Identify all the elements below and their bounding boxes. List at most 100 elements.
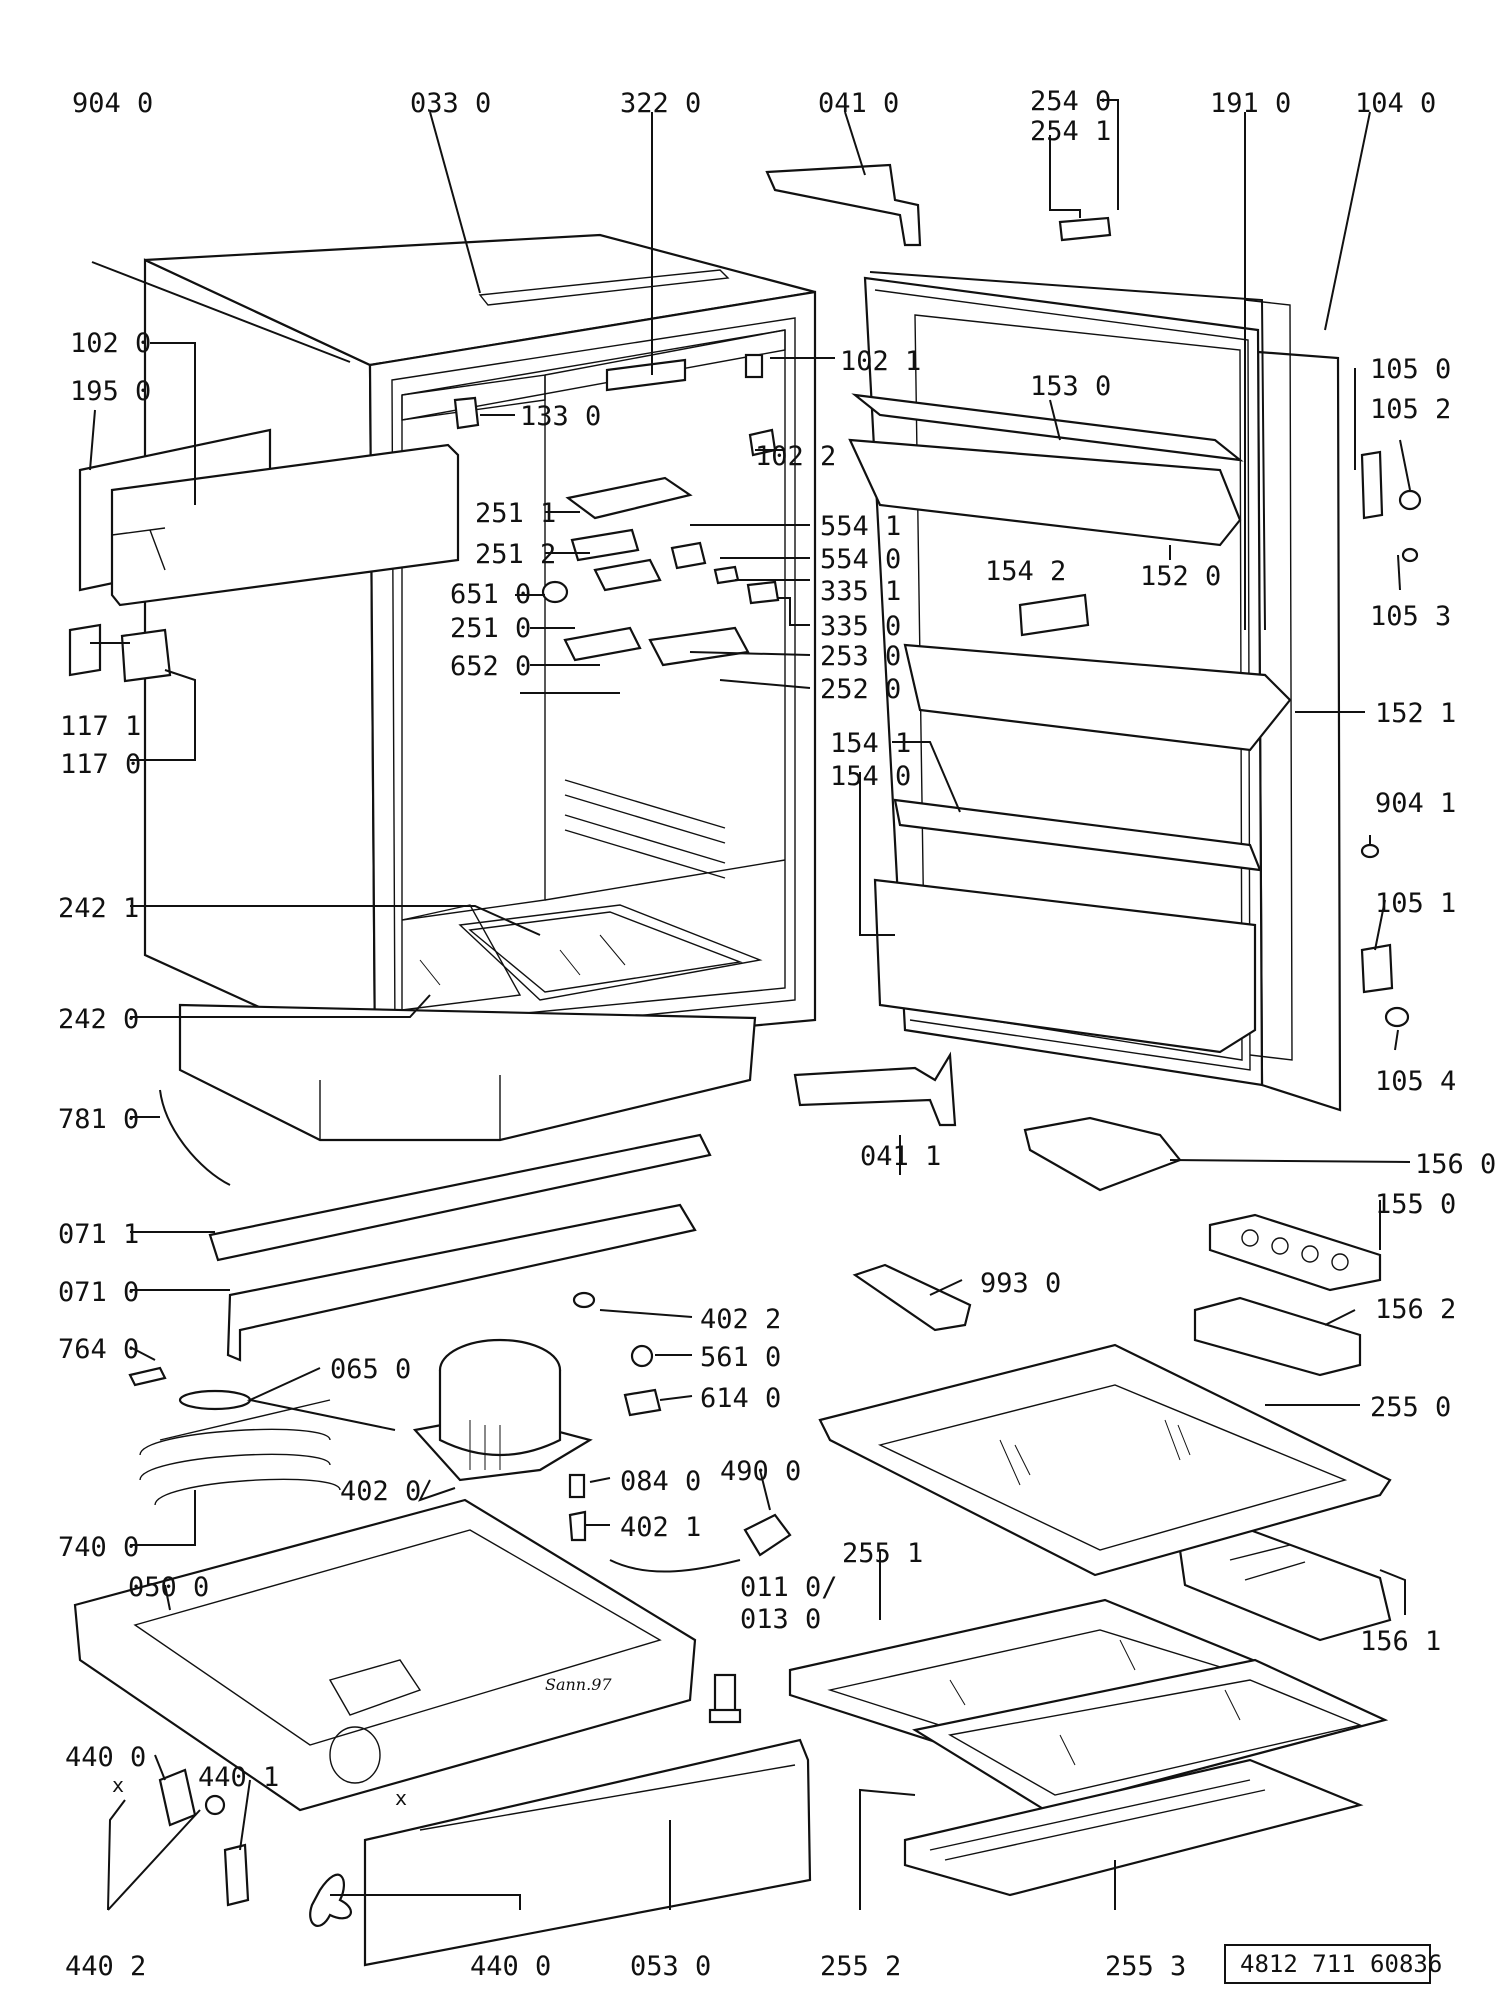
power-cord-490-0 <box>609 1513 792 1573</box>
label-440-2: 440 2 <box>65 1951 146 1982</box>
label-050-0: 050 0 <box>128 1572 209 1603</box>
label-105-2: 105 2 <box>1370 394 1451 425</box>
hinge-041-0 <box>765 163 922 247</box>
label-156-2: 156 2 <box>1375 1294 1456 1325</box>
label-105-1: 105 1 <box>1375 888 1456 919</box>
label-255-1: 255 1 <box>842 1538 923 1569</box>
label-254-0: 254 0 <box>1030 86 1111 117</box>
bottle-shelf-154-0 <box>873 878 1257 1054</box>
mark-x-tray: x <box>395 1786 407 1810</box>
dryer-065-0 <box>178 1389 252 1411</box>
label-084-0: 084 0 <box>620 1466 701 1497</box>
crisper-cover-255-3 <box>903 1758 1364 1897</box>
label-440-1: 440 1 <box>198 1762 279 1793</box>
label-065-0: 065 0 <box>330 1354 411 1385</box>
condenser-740-0 <box>139 1399 341 1506</box>
butter-box-156-2 <box>1193 1296 1362 1377</box>
label-402-2: 402 2 <box>700 1304 781 1335</box>
label-105-0: 105 0 <box>1370 354 1451 385</box>
label-071-1: 071 1 <box>58 1219 139 1250</box>
label-041-1: 041 1 <box>860 1141 941 1172</box>
ice-tray-156-1 <box>1178 1528 1392 1642</box>
cabinet-handle-102-0 <box>78 428 460 607</box>
label-904-0: 904 0 <box>72 88 153 119</box>
bottle-rail-154 <box>893 798 1262 872</box>
label-652-0: 652 0 <box>450 651 531 682</box>
label-156-0: 156 0 <box>1415 1149 1496 1180</box>
screw-011-0 <box>708 1673 742 1724</box>
egg-rack-155-0 <box>1208 1213 1382 1292</box>
label-740-0: 740 0 <box>58 1532 139 1563</box>
label-013-0: 013 0 <box>740 1604 821 1635</box>
label-781-0: 781 0 <box>58 1104 139 1135</box>
document-number-box: 4812 711 60836 <box>1224 1944 1442 1984</box>
label-105-3: 105 3 <box>1370 601 1451 632</box>
leader-lines <box>89 99 1411 1911</box>
label-191-0: 191 0 <box>1210 88 1291 119</box>
label-053-0: 053 0 <box>630 1951 711 1982</box>
label-011-0: 011 0/ <box>740 1572 838 1603</box>
label-117-0: 117 0 <box>60 749 141 780</box>
label-195-0: 195 0 <box>70 376 151 407</box>
light-cover-322-0 <box>605 358 687 392</box>
label-154-2: 154 2 <box>985 556 1066 587</box>
door-fixings-105 <box>1360 450 1422 1028</box>
base-tray-050-0 <box>73 1498 697 1812</box>
label-251-1: 251 1 <box>475 498 556 529</box>
hinge-cover-117 <box>68 623 172 683</box>
label-242-1: 242 1 <box>58 893 139 924</box>
door-shelf-152-0 <box>848 393 1244 547</box>
document-number: 4812 711 60836 <box>1240 1950 1442 1978</box>
drain-tube-781-0 <box>159 1089 231 1186</box>
signature-mark: Sann.97 <box>545 1675 612 1694</box>
label-155-0: 155 0 <box>1375 1189 1456 1220</box>
mark-x-left: x <box>112 1773 124 1797</box>
label-102-1: 102 1 <box>840 346 921 377</box>
bracket-133-0 <box>453 396 480 430</box>
label-402-0: 402 0 <box>340 1476 421 1507</box>
label-554-0: 554 0 <box>820 544 901 575</box>
label-251-0: 251 0 <box>450 613 531 644</box>
label-154-0: 154 0 <box>830 761 911 792</box>
label-554-1: 554 1 <box>820 511 901 542</box>
door-shelf-152-1 <box>903 643 1292 752</box>
label-156-1: 156 1 <box>1360 1626 1441 1657</box>
label-335-0: 335 0 <box>820 611 901 642</box>
label-993-0: 993 0 <box>980 1268 1061 1299</box>
compressor-402-0 <box>412 1338 593 1482</box>
part-labels: 904 0 033 0 322 0 041 0 254 0 254 1 191 … <box>58 86 1496 1982</box>
label-322-0: 322 0 <box>620 88 701 119</box>
label-255-3: 255 3 <box>1105 1951 1186 1982</box>
label-651-0: 651 0 <box>450 579 531 610</box>
handle-254 <box>1058 216 1112 242</box>
rail-071-0 <box>226 1203 697 1362</box>
label-033-0: 033 0 <box>410 88 491 119</box>
label-102-2: 102 2 <box>755 441 836 472</box>
label-152-1: 152 1 <box>1375 698 1456 729</box>
label-102-0: 102 0 <box>70 328 151 359</box>
scraper-993-0 <box>852 1263 972 1332</box>
hinge-041-1 <box>793 1051 957 1127</box>
refrigerator-cabinet <box>143 233 817 1142</box>
rail-071-1 <box>208 1133 712 1262</box>
label-440-0-bottom: 440 0 <box>470 1951 551 1982</box>
label-764-0: 764 0 <box>58 1334 139 1365</box>
label-104-0: 104 0 <box>1355 88 1436 119</box>
label-490-0: 490 0 <box>720 1456 801 1487</box>
capillary-764-0 <box>128 1366 167 1387</box>
label-071-0: 071 0 <box>58 1277 139 1308</box>
label-152-0: 152 0 <box>1140 561 1221 592</box>
label-614-0: 614 0 <box>700 1383 781 1414</box>
label-255-2: 255 2 <box>820 1951 901 1982</box>
relay-parts <box>568 1291 662 1542</box>
label-904-1: 904 1 <box>1375 788 1456 819</box>
label-335-1: 335 1 <box>820 576 901 607</box>
thermostat-assembly <box>541 476 780 667</box>
label-402-1: 402 1 <box>620 1512 701 1543</box>
label-252-0: 252 0 <box>820 674 901 705</box>
clip-154-2 <box>1018 593 1090 637</box>
grille-053-0 <box>363 1738 812 1967</box>
glass-shelf-255-0 <box>818 1343 1392 1577</box>
label-255-0: 255 0 <box>1370 1392 1451 1423</box>
